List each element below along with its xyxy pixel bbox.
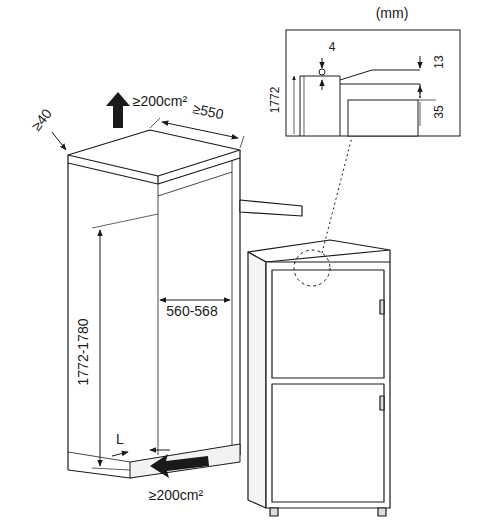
drawing-stroke: [348, 100, 418, 136]
drawing-stroke: [294, 76, 295, 134]
drawing-stroke: [100, 230, 101, 466]
drawing-stroke: [68, 150, 240, 184]
drawing-stroke: [380, 396, 384, 410]
drawing-stroke: [112, 452, 128, 456]
ventilation-arrows: [106, 92, 209, 478]
drawing-stroke: [294, 250, 330, 286]
drawing-stroke: [420, 84, 421, 100]
drawing-stroke: [266, 262, 390, 508]
dimension-label: ≥550: [189, 101, 226, 123]
drawing-stroke: [248, 252, 266, 508]
drawing-stroke: [322, 80, 323, 90]
drawing-stroke: [232, 160, 233, 452]
detail-inset: [286, 30, 460, 136]
dimension-label: 35: [433, 103, 446, 120]
drawing-stroke: [150, 118, 160, 128]
dimension-label: ≥200cm²: [131, 94, 189, 109]
fridge: [248, 137, 390, 516]
drawing-stroke: [162, 122, 238, 138]
drawing-stroke: [157, 176, 158, 184]
drawing-stroke: [322, 137, 352, 253]
dimension-label: 4: [327, 41, 338, 54]
dimension-label: 13: [433, 53, 446, 70]
dimension-label: L: [114, 432, 126, 447]
drawing-stroke: [420, 102, 421, 126]
drawing-stroke: [240, 200, 302, 216]
dimension-label: 560-568: [164, 304, 219, 319]
drawing-stroke: [420, 56, 421, 68]
drawing-stroke: [106, 92, 130, 128]
drawing-stroke: [378, 508, 386, 516]
drawing-stroke: [67, 163, 68, 470]
drawing-stroke: [272, 384, 384, 502]
drawing-stroke: [68, 452, 130, 462]
drawing-stroke: [304, 76, 305, 136]
drawing-stroke: [52, 132, 66, 150]
drawing-stroke: [380, 300, 384, 314]
drawing-stroke: [92, 468, 130, 470]
drawing-stroke: [389, 250, 390, 262]
dimension-label: 1772: [269, 85, 282, 116]
drawing-stroke: [158, 184, 159, 455]
dimension-label: ≥200cm²: [147, 488, 205, 503]
drawing-stroke: [340, 84, 420, 85]
drawing-stroke: [158, 172, 232, 196]
drawing-stroke: [286, 30, 460, 136]
dimension-label: (mm): [374, 6, 411, 21]
dimension-label: ≥40: [28, 105, 57, 136]
drawing-stroke: [240, 136, 244, 148]
drawing-stroke: [340, 70, 420, 80]
drawing-stroke: [130, 444, 240, 478]
drawing-stroke: [300, 76, 340, 136]
drawing-stroke: [150, 450, 170, 451]
drawing-stroke: [270, 508, 278, 516]
dimension-lines: [52, 118, 244, 470]
drawing-stroke: [92, 214, 158, 228]
drawing-stroke: [322, 58, 323, 68]
dimension-label: 1772-1780: [76, 317, 91, 388]
drawing-stroke: [160, 300, 230, 301]
drawing-stroke: [319, 69, 325, 75]
drawing-stroke: [418, 100, 436, 101]
drawing-stroke: [272, 270, 384, 378]
drawing-stroke: [150, 454, 209, 478]
